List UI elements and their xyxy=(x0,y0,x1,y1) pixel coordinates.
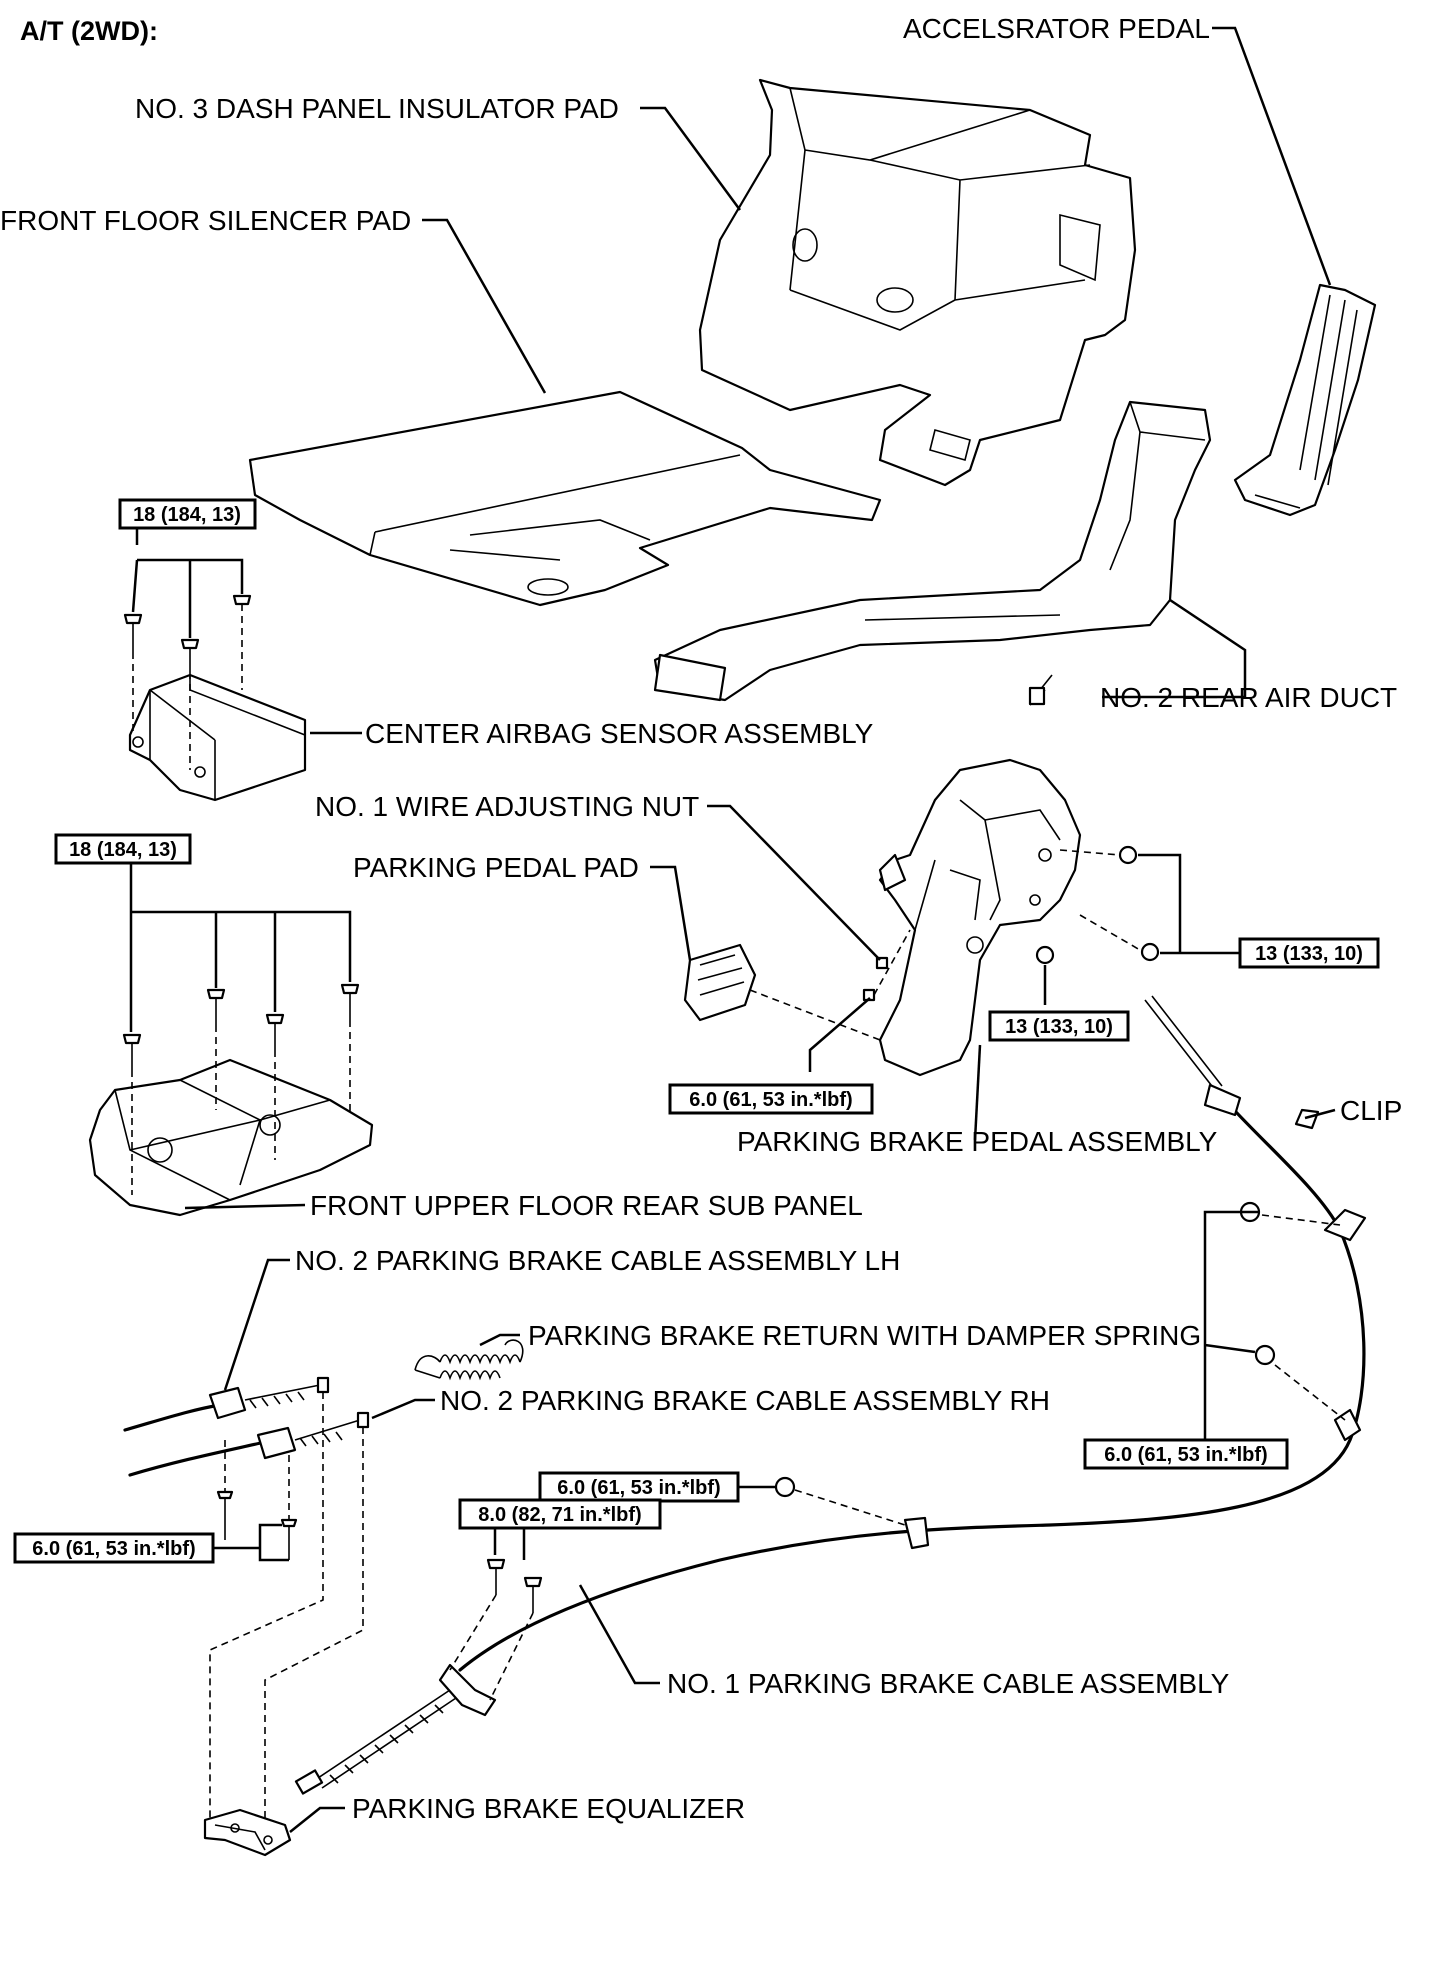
torque-pedal-nut-lower-value: 13 (133, 10) xyxy=(1005,1016,1113,1038)
label-floor-silencer-pad: FRONT FLOOR SILENCER PAD xyxy=(0,205,411,236)
torque-adjusting-nut-value: 6.0 (61, 53 in.*lbf) xyxy=(689,1089,852,1111)
torque-cable-nut-mid-value: 6.0 (61, 53 in.*lbf) xyxy=(557,1477,720,1499)
dash-insulator-pad-drawing xyxy=(698,78,1137,487)
rear-air-duct-drawing xyxy=(653,400,1212,706)
label-cable-no1: NO. 1 PARKING BRAKE CABLE ASSEMBLY xyxy=(667,1668,1230,1699)
label-brake-pedal-assembly: PARKING BRAKE PEDAL ASSEMBLY xyxy=(737,1126,1218,1157)
label-rear-sub-panel: FRONT UPPER FLOOR REAR SUB PANEL xyxy=(310,1190,863,1221)
torque-pedal-nuts-upper: 13 (133, 10) xyxy=(1238,937,1380,969)
label-airbag-sensor: CENTER AIRBAG SENSOR ASSEMBLY xyxy=(365,718,874,749)
label-clip: CLIP xyxy=(1340,1095,1402,1126)
label-dash-insulator-pad: NO. 3 DASH PANEL INSULATOR PAD xyxy=(135,93,619,124)
torque-lh-rh-bolts-value: 6.0 (61, 53 in.*lbf) xyxy=(32,1538,195,1560)
torque-cable-clamp-nuts-value: 6.0 (61, 53 in.*lbf) xyxy=(1104,1444,1267,1466)
torque-pedal-nuts-upper-value: 13 (133, 10) xyxy=(1255,943,1363,965)
label-cable-rh: NO. 2 PARKING BRAKE CABLE ASSEMBLY RH xyxy=(440,1385,1050,1416)
floor-silencer-pad-drawing xyxy=(248,390,882,607)
label-rear-air-duct: NO. 2 REAR AIR DUCT xyxy=(1100,682,1397,713)
label-wire-adjusting-nut: NO. 1 WIRE ADJUSTING NUT xyxy=(315,791,699,822)
airbag-sensor-drawing xyxy=(123,594,307,802)
torque-adjusting-nut: 6.0 (61, 53 in.*lbf) xyxy=(668,1083,874,1115)
cable-rod-end-drawing xyxy=(294,1558,543,1795)
brake-pedal-assembly-drawing xyxy=(683,758,1160,1077)
label-return-spring: PARKING BRAKE RETURN WITH DAMPER SPRING xyxy=(528,1320,1201,1351)
torque-cable-clamp-nuts: 6.0 (61, 53 in.*lbf) xyxy=(1083,1438,1289,1470)
pedal-cable-drawing xyxy=(458,995,1367,1672)
label-pedal-pad: PARKING PEDAL PAD xyxy=(353,852,639,883)
equalizer-drawing xyxy=(203,1808,292,1857)
accelerator-pedal-drawing xyxy=(1233,283,1377,517)
rear-sub-panel-drawing xyxy=(88,983,374,1217)
torque-lh-rh-bolts: 6.0 (61, 53 in.*lbf) xyxy=(13,1532,215,1564)
torque-sub-panel-bolts-value: 18 (184, 13) xyxy=(69,839,177,861)
torque-pedal-nut-lower: 13 (133, 10) xyxy=(988,1010,1130,1042)
torque-airbag-bolts-value: 18 (184, 13) xyxy=(133,504,241,526)
leader-lines xyxy=(129,26,1336,1833)
label-accelerator-pedal: ACCELSRATOR PEDAL xyxy=(903,13,1210,44)
label-equalizer: PARKING BRAKE EQUALIZER xyxy=(352,1793,745,1824)
label-cable-lh: NO. 2 PARKING BRAKE CABLE ASSEMBLY LH xyxy=(295,1245,900,1276)
torque-cable-bolts-mid-value: 8.0 (82, 71 in.*lbf) xyxy=(478,1504,641,1526)
torque-cable-nut-mid: 6.0 (61, 53 in.*lbf) xyxy=(538,1471,740,1503)
return-spring-drawing xyxy=(414,1339,524,1381)
torque-cable-bolts-mid: 8.0 (82, 71 in.*lbf) xyxy=(458,1498,662,1530)
torque-sub-panel-bolts: 18 (184, 13) xyxy=(54,833,192,865)
torque-airbag-bolts: 18 (184, 13) xyxy=(118,498,257,530)
diagram-header: A/T (2WD): xyxy=(20,16,158,46)
rear-cables-drawing xyxy=(123,1376,370,1820)
